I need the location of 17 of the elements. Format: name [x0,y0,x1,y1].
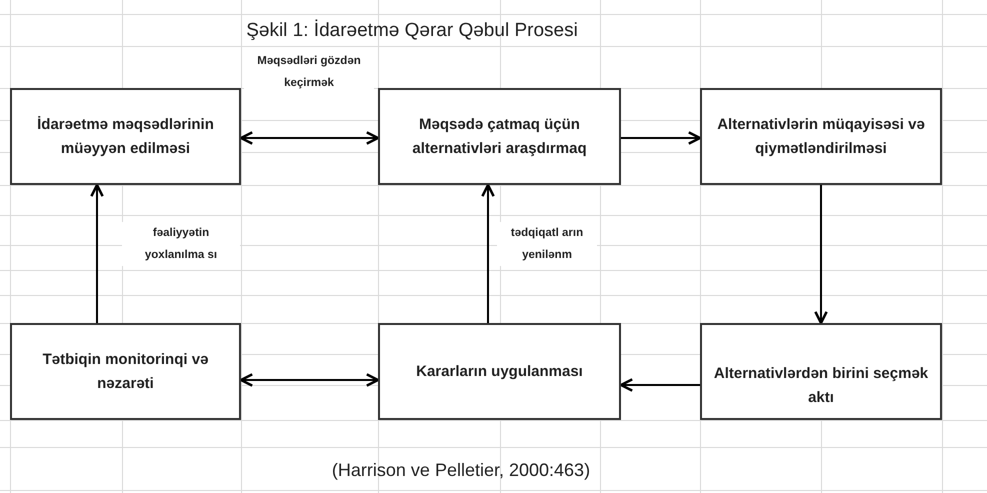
caption: (Harrison ve Pelletier, 2000:463) [330,459,592,482]
arrow [621,131,702,145]
edge-label: tədqiqatl arın yenilənm [497,222,597,266]
process-box: İdarəetmə məqsədlərinin müəyyən edilməsi [10,88,241,185]
arrow [814,185,828,324]
process-box: Kararların uygulanması [378,323,621,420]
process-box: Alternativlərin müqayisəsi və qiymətləndirilməsi [700,88,942,185]
process-box: Alternativlərdən birini seçmək aktı [700,323,942,420]
arrow [620,378,700,392]
process-box: Məqsədə çatmaq üçün alternativləri araşdırmaq [378,88,621,185]
process-box: Tətbiqin monitorinqi və nəzarəti [10,323,241,420]
arrow [481,184,495,323]
arrow [90,184,104,323]
edge-label: fəaliyyətin yoxlanılma sı [122,222,240,266]
title: Şəkil 1: İdarəetmə Qərar Qəbul Prosesi [245,18,579,43]
arrow [240,373,380,387]
arrow [240,131,380,145]
